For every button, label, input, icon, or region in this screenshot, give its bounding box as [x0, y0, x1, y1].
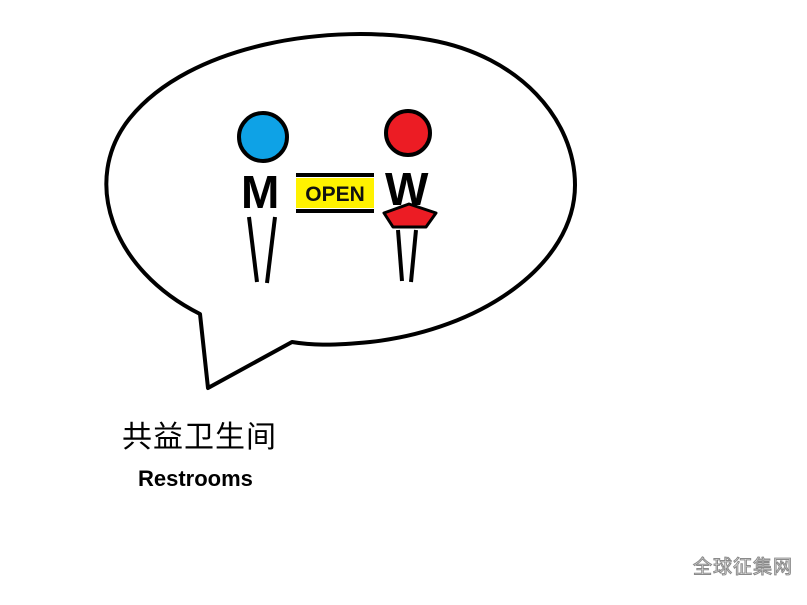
woman-left-leg: [396, 229, 404, 282]
woman-head-icon: [384, 109, 432, 157]
open-label: OPEN: [305, 183, 365, 206]
watermark: 全球征集网: [692, 556, 793, 579]
woman-right-leg: [409, 229, 418, 283]
open-status-badge: OPEN: [296, 173, 374, 213]
man-figure-icon: M: [237, 111, 289, 284]
caption-chinese: 共益卫生间: [122, 420, 277, 455]
woman-figure-icon: W: [382, 109, 438, 283]
open-badge-background: [296, 178, 374, 208]
man-left-leg: [247, 216, 259, 283]
dress-icon: [382, 202, 438, 229]
men-label: M: [241, 166, 279, 218]
man-head-icon: [237, 111, 289, 163]
man-right-leg: [265, 216, 277, 284]
caption-english: Restrooms: [138, 466, 253, 491]
